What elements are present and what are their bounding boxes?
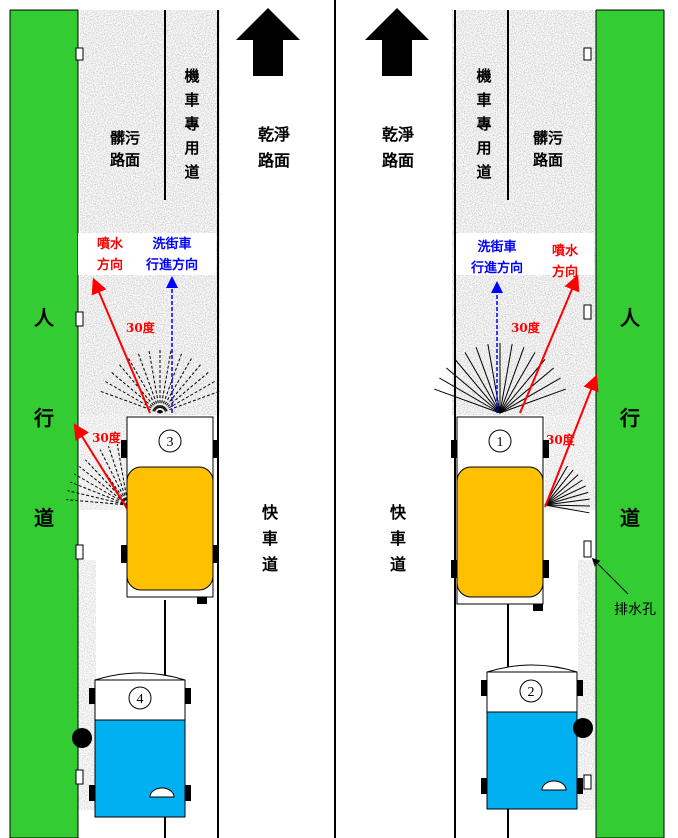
spray-direction-label-left: 噴水: [97, 236, 124, 252]
vehicle-number-2-text: 2: [528, 685, 535, 700]
moto-lane-label-right-char-4: 道: [476, 163, 491, 181]
arrow-up-left-icon: [236, 8, 300, 76]
fast-lane-label-left-char-1: 車: [262, 529, 278, 548]
travel-direction-label-right: 洗街車: [477, 239, 516, 255]
moto-lane-label-right-char-1: 車: [476, 91, 491, 109]
angle-label-left-side: 30度: [92, 430, 122, 445]
dirty-road-label-left-row-0: 髒污: [110, 129, 140, 147]
angle-label-right-front: 30度: [511, 320, 541, 335]
spray-direction-label-right-2: 方向: [552, 264, 578, 280]
travel-direction-label-left-2: 行進方向: [145, 257, 198, 273]
spray-fan-right-side: [544, 465, 591, 514]
arrow-up-right-icon: [365, 8, 429, 76]
sidewalk-label-right-char-1: 行: [619, 406, 640, 430]
moto-lane-label-right-char-2: 專: [476, 115, 491, 133]
washer-truck-right: 1: [451, 416, 549, 611]
spray-direction-label-right: 噴水: [552, 243, 579, 259]
dirty-road-left: [78, 0, 220, 810]
spray-arrow-left-front: [91, 277, 151, 414]
vehicle-number-4-text: 4: [137, 692, 144, 707]
moto-lane-label-left-char-0: 機: [184, 67, 199, 85]
drain-label: 排水孔: [614, 602, 656, 618]
clean-road-label-right-row-1: 路面: [382, 151, 414, 170]
sidewalk-right: [595, 9, 665, 838]
clean-road-label-left-row-1: 路面: [258, 151, 290, 170]
spray-fan-left-side: [66, 443, 129, 506]
spray-arrow-right-front: [519, 274, 580, 414]
dirty-road-label-right-row-1: 路面: [533, 151, 563, 169]
fast-lane-label-right-char-2: 道: [390, 555, 406, 574]
lane-lines: [164, 0, 509, 838]
vehicle-number-2: [519, 679, 543, 703]
angle-label-left-front: 30度: [126, 320, 156, 335]
washer-truck-left: 3: [121, 416, 219, 604]
sidewalk-label-left-char-1: 行: [33, 406, 54, 430]
drain-grates: [75, 47, 592, 790]
fast-lane-label-right-char-1: 車: [390, 529, 406, 548]
dirty-road-label-left-row-1: 路面: [110, 151, 140, 169]
spray-fan-left-front: [98, 348, 222, 414]
travel-direction-label-right-2: 行進方向: [470, 260, 523, 276]
vehicle-number-1: [488, 429, 512, 453]
sidewalk-label-right-char-2: 道: [620, 506, 640, 530]
fast-lane-label-right-char-0: 快: [390, 503, 407, 522]
drain-pointer-arrow: [591, 557, 629, 595]
angle-label-right-side: 30度: [546, 432, 576, 447]
sweeper-truck-left: 4: [72, 672, 191, 818]
sidewalk-label-right-char-0: 人: [620, 306, 641, 330]
sidewalk-label-left-char-0: 人: [34, 306, 55, 330]
moto-lane-label-left-char-2: 專: [184, 115, 199, 133]
moto-lane-label-left-char-3: 用: [184, 139, 199, 157]
clean-road-label-left-row-0: 乾淨: [258, 125, 290, 144]
moto-lane-label-left-char-4: 道: [184, 163, 199, 181]
dirty-road-right: [452, 0, 596, 810]
sidewalk-left: [9, 9, 79, 838]
sidewalk-label-left-char-2: 道: [34, 506, 54, 530]
clean-road-label-right-row-0: 乾淨: [382, 125, 414, 144]
moto-lane-label-right-char-3: 用: [476, 139, 491, 157]
spray-arrow-right-side: [544, 374, 599, 508]
spray-direction-label-left-2: 方向: [97, 257, 123, 273]
vehicle-number-3-text: 3: [167, 435, 174, 450]
travel-direction-label-left: 洗街車: [152, 236, 191, 252]
sweeper-truck-right: 2: [481, 664, 593, 810]
fast-lane-label-left-char-0: 快: [262, 503, 279, 522]
spray-fan-right-front: [434, 343, 566, 414]
vehicle-number-3: [158, 429, 182, 453]
moto-lane-label-left-char-1: 車: [184, 91, 199, 109]
fast-lane-label-left-char-2: 道: [262, 555, 278, 574]
vehicle-number-1-text: 1: [497, 435, 504, 450]
moto-lane-label-right-char-0: 機: [476, 67, 491, 85]
dirty-road-label-right-row-0: 髒污: [533, 129, 563, 147]
spray-arrow-left-side: [73, 423, 129, 511]
vehicle-number-4: [128, 686, 152, 710]
